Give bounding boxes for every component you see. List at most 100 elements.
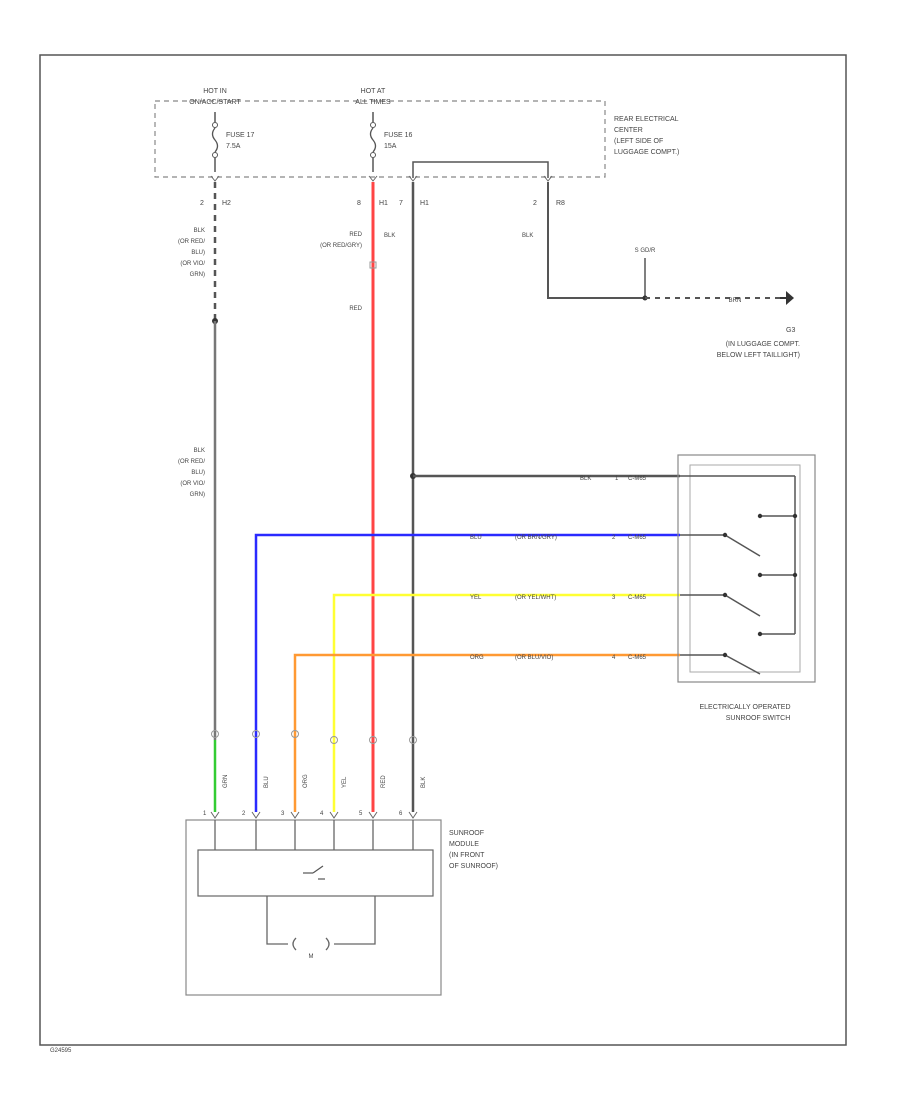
left-wire-label-mid-3: BLU) bbox=[191, 470, 205, 476]
switch-wire-yel-pin: 3 bbox=[612, 595, 616, 601]
ground-g3-symbol bbox=[780, 291, 794, 305]
left-wire-label-mid-1: BLK bbox=[194, 448, 205, 454]
module-name-4: OF SUNROOF) bbox=[449, 863, 498, 870]
left-wire-label-top-4: (OR VIO/ bbox=[180, 261, 205, 267]
box-terminals bbox=[210, 175, 553, 182]
splice-s-gd-label: S GD/R bbox=[635, 248, 656, 254]
pin-h2-number: 2 bbox=[200, 200, 204, 207]
fuse-17-amp: 7.5A bbox=[226, 143, 241, 150]
module-wire-code-6: BLK bbox=[421, 777, 427, 788]
switch-wire-yel-conn: C-M65 bbox=[628, 595, 647, 601]
red-wire-label-1: RED bbox=[349, 232, 362, 238]
fuse-16-name: FUSE 16 bbox=[384, 132, 413, 139]
pin-r8-number: 2 bbox=[533, 200, 537, 207]
ground-g3-location-2: BELOW LEFT TAILLIGHT) bbox=[717, 352, 800, 359]
module-name-3: (IN FRONT bbox=[449, 852, 485, 859]
module-control-unit bbox=[197, 849, 434, 897]
yellow-wire bbox=[332, 593, 680, 812]
pin-h1b-ref: H1 bbox=[420, 200, 429, 207]
module-wire-code-5: RED bbox=[381, 775, 387, 788]
left-wire-label-mid-4: (OR VIO/ bbox=[180, 481, 205, 487]
sunroof-switch-contacts bbox=[680, 475, 796, 675]
red-wire-label-3: RED bbox=[349, 306, 362, 312]
motor-label: M bbox=[309, 954, 314, 960]
module-pin-3: 3 bbox=[281, 811, 285, 817]
module-wire-code-4: YEL bbox=[342, 776, 348, 788]
pin-r8-ref: R8 bbox=[556, 200, 565, 207]
module-name-1: SUNROOF bbox=[449, 830, 484, 837]
rear-center-label-4: LUGGAGE COMPT.) bbox=[614, 149, 679, 156]
module-name-2: MODULE bbox=[449, 841, 479, 848]
diagram-border bbox=[39, 54, 847, 1046]
module-pin-6: 6 bbox=[399, 811, 403, 817]
motor-lead bbox=[266, 896, 288, 945]
module-connector-terminals bbox=[211, 730, 417, 744]
sunroof-switch-dots bbox=[722, 513, 798, 658]
hot-at-condition-label: ALL TIMES bbox=[355, 99, 391, 106]
fuse-16-amp: 15A bbox=[384, 143, 397, 150]
switch-wire-blu-label: BLU bbox=[470, 535, 482, 541]
module-pin-1: 1 bbox=[203, 811, 207, 817]
pin-h2-ref: H2 bbox=[222, 200, 231, 207]
figure-id: G24595 bbox=[50, 1048, 72, 1054]
module-control-symbol bbox=[303, 865, 325, 880]
sunroof-switch-inner bbox=[689, 464, 801, 673]
ground-wire-g3 bbox=[547, 182, 645, 299]
module-pin-terminals bbox=[210, 811, 418, 819]
left-wire-label-top-3: BLU) bbox=[191, 250, 205, 256]
rear-center-label-3: (LEFT SIDE OF bbox=[614, 138, 663, 145]
hot-at-label: HOT AT bbox=[361, 88, 386, 95]
blue-wire bbox=[254, 533, 680, 812]
left-wire-label-top-1: BLK bbox=[194, 228, 205, 234]
switch-wire-yel-alt: (OR YEL/WHT) bbox=[515, 595, 556, 601]
orange-wire bbox=[293, 653, 680, 812]
switch-wire-org-conn: C-M65 bbox=[628, 655, 647, 661]
sunroof-module bbox=[185, 819, 442, 996]
red-wire-connector bbox=[369, 261, 377, 269]
switch-wire-blu-pin: 2 bbox=[612, 535, 616, 541]
left-wire-label-mid-2: (OR RED/ bbox=[178, 459, 205, 465]
module-wire-code-1: GRN bbox=[223, 775, 229, 788]
blk-wire-label: BLK bbox=[384, 233, 395, 239]
sunroof-switch-name-2: SUNROOF SWITCH bbox=[726, 715, 791, 722]
module-pin-4: 4 bbox=[320, 811, 324, 817]
ground-g3-id: G3 bbox=[786, 327, 795, 334]
switch-wire-blk-conn: C-M65 bbox=[628, 476, 647, 482]
ground-g3-location-1: (IN LUGGAGE COMPT. bbox=[726, 341, 800, 348]
motor-icon bbox=[292, 937, 330, 951]
internal-ground-bus bbox=[412, 161, 549, 178]
switch-wire-blk-label: BLK bbox=[580, 476, 591, 482]
switch-wire-blu-alt: (OR BRN/GRY) bbox=[515, 535, 557, 541]
left-wire-label-mid-5: GRN) bbox=[190, 492, 205, 498]
fuse-17 bbox=[211, 112, 219, 172]
left-wire-label-top-2: (OR RED/ bbox=[178, 239, 205, 245]
pin-h1-number: 8 bbox=[357, 200, 361, 207]
sunroof-switch-outer bbox=[677, 454, 816, 683]
rear-center-label-2: CENTER bbox=[614, 127, 643, 134]
fuse-16 bbox=[369, 112, 377, 172]
fuse-17-name: FUSE 17 bbox=[226, 132, 255, 139]
rear-electrical-center-box bbox=[154, 100, 606, 178]
pin-h1-ref: H1 bbox=[379, 200, 388, 207]
sunroof-switch-name-1: ELECTRICALLY OPERATED bbox=[699, 704, 790, 711]
module-wire-code-3: ORG bbox=[303, 774, 309, 788]
r8-wire-label: BLK bbox=[522, 233, 533, 239]
rear-center-label-1: REAR ELECTRICAL bbox=[614, 116, 679, 123]
module-wire-code-2: BLU bbox=[264, 776, 270, 788]
module-pin-2: 2 bbox=[242, 811, 246, 817]
switch-wire-yel-label: YEL bbox=[470, 595, 482, 601]
switch-wire-blu-conn: C-M65 bbox=[628, 535, 647, 541]
brn-wire-label: BRN bbox=[729, 298, 742, 304]
hot-in-label: HOT IN bbox=[203, 88, 227, 95]
switch-wire-org-label: ORG bbox=[470, 655, 484, 661]
switch-wire-org-alt: (OR BLU/VIO) bbox=[515, 655, 553, 661]
red-wire-label-2: (OR RED/GRY) bbox=[320, 243, 362, 249]
switch-wire-org-pin: 4 bbox=[612, 655, 616, 661]
motor-lead-2 bbox=[334, 896, 376, 945]
pin-h1b-number: 7 bbox=[399, 200, 403, 207]
switch-wire-blk-pin: 1 bbox=[615, 476, 619, 482]
hot-in-condition-label: ON/ACC/START bbox=[189, 99, 241, 106]
module-pin-leads bbox=[214, 820, 414, 850]
module-pin-5: 5 bbox=[359, 811, 363, 817]
